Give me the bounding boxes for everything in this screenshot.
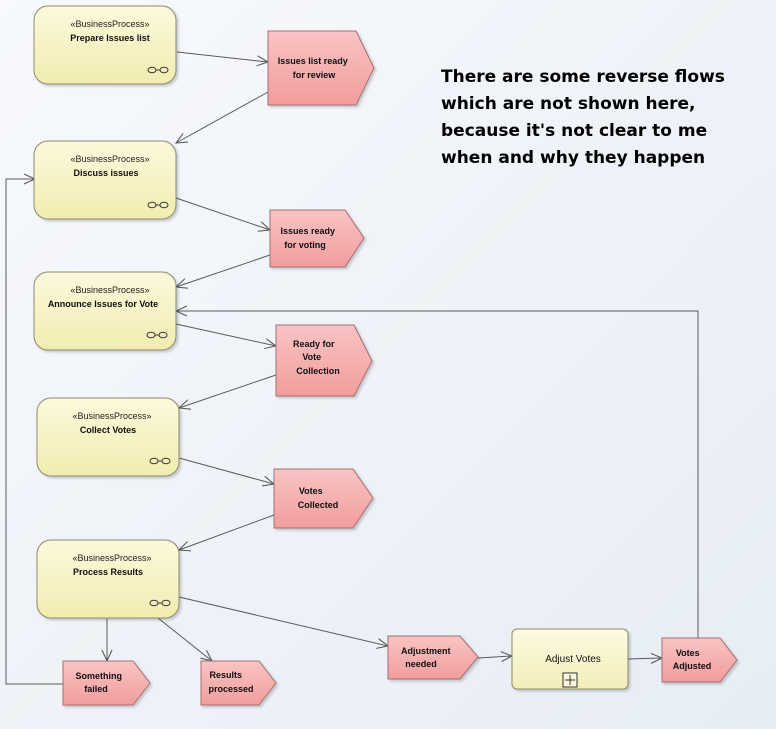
flow-p4-e4[interactable] [178,457,274,484]
event-label: Results processed [208,670,253,694]
flow-e4-p5[interactable] [179,514,275,550]
flow-p5-e8[interactable] [157,617,212,661]
event-label: Adjustment needed [401,646,453,669]
flow-e7-p2[interactable] [5,179,63,685]
flow-p1-e1[interactable] [176,51,268,62]
event-e1[interactable]: Issues list ready for review [267,30,375,106]
process-p5[interactable]: «BusinessProcess» Process Results [36,539,180,619]
subprocess-glasses-icon [149,457,171,465]
flow-e3-p4[interactable] [179,374,277,408]
subprocess-glasses-icon [149,599,171,607]
process-stereotype: «BusinessProcess» [72,411,151,421]
connectors [5,51,699,685]
process-name: Prepare Issues list [70,33,150,43]
process-name: Announce Issues for Vote [48,299,158,309]
subprocess-glasses-icon [146,331,168,339]
expand-plus-icon[interactable] [562,672,578,688]
subprocess-glasses-icon [147,66,169,74]
process-p4[interactable]: «BusinessProcess» Collect Votes [36,397,180,477]
process-stereotype: «BusinessProcess» [70,154,149,164]
flow-p5-e5[interactable] [178,596,388,646]
event-label: Votes Adjusted [673,648,712,671]
flow-e1-p2[interactable] [176,91,269,143]
activity-a1[interactable]: Adjust Votes [511,628,629,690]
process-stereotype: «BusinessProcess» [70,285,149,295]
process-name: Discuss issues [73,168,138,178]
flow-e2-p3[interactable] [176,254,271,287]
event-e5[interactable]: Adjustment needed [387,635,479,680]
event-label: Issues list ready for review [278,56,351,80]
process-p2[interactable]: «BusinessProcess» Discuss issues [33,140,177,220]
flow-p2-e2[interactable] [175,197,270,230]
annotation-note: There are some reverse flows which are n… [441,67,725,168]
event-e8[interactable]: Results processed [200,660,277,706]
event-e7[interactable]: Something failed [62,660,151,706]
activity-name: Adjust Votes [545,654,601,665]
event-label: Something failed [75,671,124,694]
flow-e6-p3[interactable] [176,311,699,640]
process-name: Collect Votes [80,425,136,435]
subprocess-glasses-icon [147,201,169,209]
event-e2[interactable]: Issues ready for voting [269,209,365,268]
process-name: Process Results [73,567,143,577]
event-label: Votes Collected [298,486,339,510]
process-p3[interactable]: «BusinessProcess» Announce Issues for Vo… [33,271,177,351]
event-e3[interactable]: Ready for Vote Collection [275,324,373,397]
process-stereotype: «BusinessProcess» [72,553,151,563]
event-label: Ready for Vote Collection [293,339,340,376]
event-e6[interactable]: Votes Adjusted [661,637,738,683]
flow-p3-e3[interactable] [175,323,276,346]
event-e4[interactable]: Votes Collected [273,468,374,529]
process-stereotype: «BusinessProcess» [70,19,149,29]
event-label: Issues ready for voting [280,226,337,250]
flow-a1-e6[interactable] [627,658,662,659]
process-p1[interactable]: «BusinessProcess» Prepare Issues list [33,5,177,85]
flow-e5-a1[interactable] [477,656,512,658]
